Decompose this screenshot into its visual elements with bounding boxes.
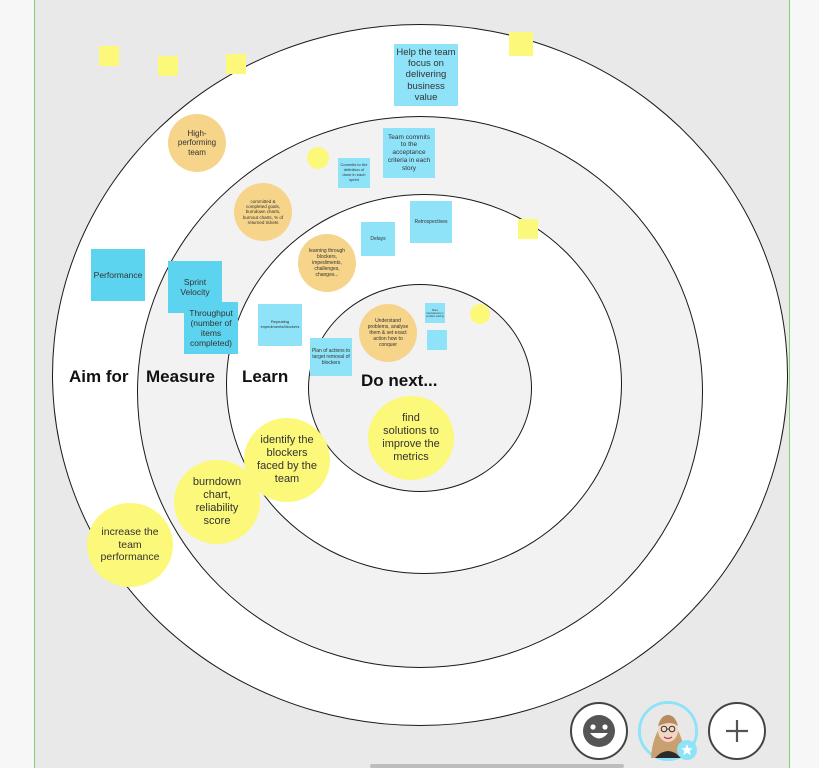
sticky-dot-yellow[interactable]: [470, 304, 490, 324]
sticky-note-yellow[interactable]: [158, 56, 178, 76]
label-aim-for: Aim for: [69, 367, 129, 386]
note-high-performing[interactable]: High-performing team: [168, 114, 226, 172]
label-do-next: Do next...: [361, 371, 438, 390]
label-measure: Measure: [146, 367, 215, 386]
note-increase-performance[interactable]: increase the team performance: [87, 503, 173, 587]
note-commits-dod[interactable]: Commits to the definition of done in eac…: [338, 158, 370, 188]
note-repeating-blockers[interactable]: Repeating impediments/blockers: [258, 304, 302, 346]
note-plan-actions[interactable]: Plan of actions to target removal of blo…: [310, 338, 352, 376]
note-performance[interactable]: Performance: [91, 249, 145, 301]
note-retrospectives[interactable]: Retrospectives: [410, 201, 452, 243]
note-burndown[interactable]: burndown chart, reliability score: [174, 460, 260, 544]
horizontal-scrollbar[interactable]: [370, 764, 624, 768]
label-learn: Learn: [242, 367, 289, 386]
note-find-solutions[interactable]: find solutions to improve the metrics: [368, 396, 454, 480]
sticky-note-yellow[interactable]: [226, 54, 246, 74]
note-throughput[interactable]: Throughput (number of items completed): [184, 302, 238, 354]
star-badge-icon: [677, 740, 697, 760]
note-understand-problems[interactable]: Understand problems, analyse them & set …: [359, 304, 417, 362]
note-small-blue-blank[interactable]: [427, 330, 447, 350]
emoji-button[interactable]: [570, 702, 628, 760]
add-button[interactable]: [708, 702, 766, 760]
note-small-blue[interactable]: More transparency in problem solving: [425, 303, 445, 323]
note-team-commits[interactable]: Team commits to the acceptance criteria …: [383, 128, 435, 178]
smiley-icon: [583, 715, 615, 747]
note-delays[interactable]: Delays: [361, 222, 395, 256]
note-learning-blockers[interactable]: learning through blockers, impediments, …: [298, 234, 356, 292]
plus-icon: [726, 720, 748, 742]
sticky-dot-yellow[interactable]: [307, 147, 329, 169]
note-identify-blockers[interactable]: identify the blockers faced by the team: [244, 418, 330, 502]
sticky-note-yellow[interactable]: [509, 32, 533, 56]
note-help-team[interactable]: Help the team focus on delivering busine…: [394, 44, 458, 106]
sticky-note-yellow[interactable]: [99, 46, 119, 66]
sticky-note-yellow[interactable]: [518, 219, 538, 239]
note-committed-goals[interactable]: committed & completed goals, burndown ch…: [234, 183, 292, 241]
user-avatar-button[interactable]: [638, 701, 698, 761]
